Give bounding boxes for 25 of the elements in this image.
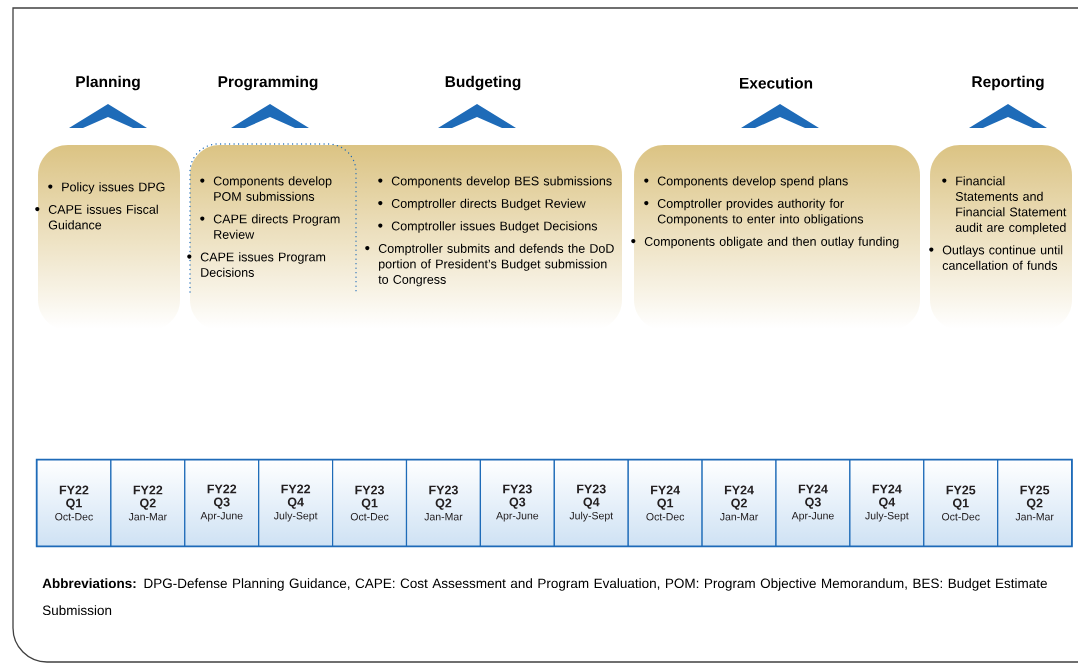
phase-heading: Reporting <box>972 75 1044 91</box>
timeline-cell: FY23 Q3 Apr-June <box>479 459 555 547</box>
timeline-cell: FY22 Q3 Apr-June <box>184 459 260 547</box>
timeline-cell: FY25 Q1 Oct-Dec <box>923 459 999 547</box>
timeline-cell: FY24 Q2 Jan-Mar <box>701 459 777 547</box>
timeline-cell: FY24 Q1 Oct-Dec <box>627 459 703 547</box>
timeline-cell: FY24 Q3 Apr-June <box>775 459 851 547</box>
timeline-cell: FY23 Q2 Jan-Mar <box>405 459 481 547</box>
timeline-cell: FY22 Q1 Oct-Dec <box>36 459 112 547</box>
timeline-cell: FY24 Q4 July-Sept <box>849 459 925 547</box>
phase-heading: Planning <box>76 75 140 91</box>
bullet-list: Financial Statements and Financial Statement audit are completed Outlays continue until cancellation of funds <box>929 176 1067 270</box>
phase-heading: Execution <box>740 77 813 89</box>
bullet-list: Components develop POM submissions CAPE directs Program Review CAPE issues Program Decisions <box>187 176 340 277</box>
timeline-cell: FY25 Q2 Jan-Mar <box>997 459 1073 547</box>
timeline-cell: FY22 Q2 Jan-Mar <box>110 459 186 547</box>
timeline-cell: FY23 Q4 July-Sept <box>553 459 629 547</box>
bullet-list: Policy issues DPG CAPE issues Fiscal Guidance <box>35 182 165 230</box>
timeline-cell: FY23 Q1 Oct-Dec <box>332 459 408 547</box>
phase-heading: Programming <box>218 75 318 91</box>
caption: Abbreviations: DPG-Defense Planning Guidance, CAPE: Cost Assessment and Program Evaluation, POM: Program Objective Memorandum, BES: Budget Estimate Submission <box>42 578 1047 616</box>
phase-heading: Budgeting <box>445 75 521 91</box>
bullet-list: Components develop BES submissions Comptroller directs Budget Review Comptroller issues Budget Decisions Comptroller submits and defends the DoD portion of President’s Budget submission to Congress <box>365 176 614 287</box>
bullet-list: Components develop spend plans Comptroller provides authority for Components to enter into obligations Components obligate and then outlay funding <box>631 176 899 249</box>
timeline-cell: FY22 Q4 July-Sept <box>258 459 334 547</box>
